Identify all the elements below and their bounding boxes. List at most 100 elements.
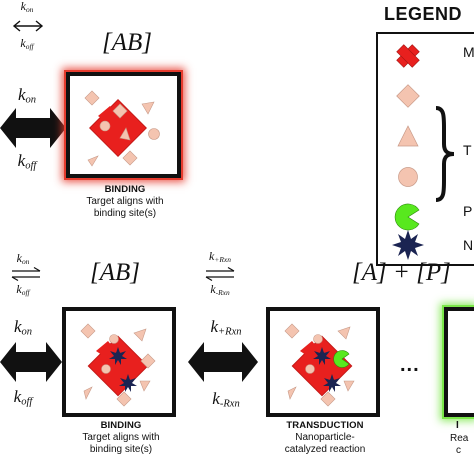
k-symbol: k xyxy=(16,282,22,296)
peach-circle xyxy=(148,128,160,140)
bottom-krev-big-label: k-Rxn xyxy=(196,390,256,410)
k-subscript: -Rxn xyxy=(215,287,230,297)
bottom-equilibrium-arrows-icon xyxy=(10,266,42,282)
top-binding-box xyxy=(66,72,181,178)
peach-diamond xyxy=(80,323,96,339)
peach-triangle xyxy=(83,386,93,400)
peach-diamond xyxy=(112,103,128,119)
bottom-kfwd-small-label: k+Rxn xyxy=(202,250,238,263)
top-binding-title: BINDING xyxy=(104,184,146,195)
peach-diamond xyxy=(140,353,156,369)
top-koff-small-label: koff xyxy=(14,37,40,50)
transduction-title: TRANSDUCTION xyxy=(286,420,364,431)
k-symbol: k xyxy=(210,282,216,296)
bottom-krev-small-label: k-Rxn xyxy=(202,283,238,296)
k-subscript: off xyxy=(21,396,33,408)
k-subscript: +Rxn xyxy=(218,326,242,338)
peach-diamond xyxy=(284,323,300,339)
legend-symbols xyxy=(392,44,455,260)
k-symbol: k xyxy=(13,317,22,336)
peach-triangle xyxy=(133,328,147,342)
bottom-product-label: [A] + [P] xyxy=(352,259,451,286)
peach-diamond xyxy=(116,391,132,407)
k-symbol: k xyxy=(17,151,26,170)
peach-diamond xyxy=(84,90,100,106)
legend-label-m: M xyxy=(463,44,474,60)
top-big-double-arrow-icon xyxy=(0,106,66,150)
bottom-kon-big-label: kon xyxy=(6,318,40,338)
legend-box xyxy=(376,32,474,266)
peach-circle xyxy=(99,120,111,132)
readout-title-partial: I xyxy=(456,420,459,431)
bottom-rxn-big-double-arrow-icon xyxy=(188,340,258,384)
k-symbol: k xyxy=(20,36,26,50)
legend-triangle-icon xyxy=(397,125,419,147)
bottom-binding-caption-line1: Target aligns with xyxy=(82,432,160,443)
k-symbol: k xyxy=(20,0,26,13)
transduction-caption-line1: Nanoparticle- xyxy=(295,432,355,443)
bottom-big-double-arrow-icon xyxy=(0,340,62,384)
legend-green-pacman-icon xyxy=(394,203,420,231)
top-binding-caption-line2: binding site(s) xyxy=(93,208,157,219)
navy-star-icon xyxy=(313,347,331,365)
peach-diamond xyxy=(320,391,336,407)
bottom-koff-small-label: koff xyxy=(10,283,36,296)
bottom-binding-caption-line2: binding site(s) xyxy=(89,444,153,455)
peach-triangle xyxy=(343,380,355,392)
k-subscript: on xyxy=(25,4,34,14)
top-kon-small-label: kon xyxy=(14,0,40,13)
peach-triangle xyxy=(337,326,351,340)
navy-star-icon xyxy=(323,374,341,392)
top-binding-caption-line1: Target aligns with xyxy=(86,196,164,207)
bottom-koff-big-label: koff xyxy=(6,388,40,408)
peach-triangle xyxy=(119,127,131,141)
red-sensor-notch xyxy=(96,341,116,359)
bottom-complex-label: [AB] xyxy=(90,259,140,286)
readout-caption-partial-1: Rea xyxy=(450,433,469,444)
legend-red-sensor-icon xyxy=(396,44,420,68)
bottom-binding-box xyxy=(62,307,176,417)
k-subscript: +Rxn xyxy=(214,254,231,264)
red-sensor-notch xyxy=(300,341,320,359)
legend-label-p: P xyxy=(463,203,473,219)
legend-title: LEGEND xyxy=(384,4,463,24)
top-koff-big-label: koff xyxy=(10,152,44,172)
transduction-scene xyxy=(284,323,355,407)
k-subscript: -Rxn xyxy=(219,398,240,410)
transduction-caption: TRANSDUCTION Nanoparticle- catalyzed rea… xyxy=(250,420,400,456)
peach-circle xyxy=(101,364,111,374)
legend-brace-icon xyxy=(435,106,455,202)
transduction-box xyxy=(266,307,380,417)
top-complex-label: [AB] xyxy=(102,29,152,56)
k-symbol: k xyxy=(209,249,215,263)
red-sensor-notch xyxy=(98,106,118,124)
k-symbol: k xyxy=(13,387,22,406)
bottom-kfwd-big-label: k+Rxn xyxy=(196,318,256,338)
top-double-headed-arrow-icon xyxy=(12,18,44,34)
peach-circle xyxy=(109,334,119,344)
transduction-caption-line2: catalyzed reaction xyxy=(284,444,366,455)
k-subscript: on xyxy=(21,326,33,338)
red-sensor-shape xyxy=(87,335,149,397)
bottom-binding-scene xyxy=(80,323,156,407)
peach-circle xyxy=(305,364,315,374)
peach-triangle xyxy=(141,101,155,115)
k-symbol: k xyxy=(212,389,220,408)
top-kon-big-label: kon xyxy=(10,86,44,106)
green-pacman-icon xyxy=(333,350,350,368)
peach-diamond xyxy=(122,150,138,166)
top-binding-scene xyxy=(84,90,160,167)
k-subscript: off xyxy=(25,160,37,172)
navy-star-icon xyxy=(119,374,137,392)
k-subscript: off xyxy=(25,41,34,51)
bottom-binding-caption: BINDING Target aligns with binding site(… xyxy=(46,420,196,456)
legend-label-n: N xyxy=(463,237,474,253)
peach-circle xyxy=(313,334,323,344)
readout-caption-partial-2: c xyxy=(456,445,461,456)
legend-circle-icon xyxy=(398,167,418,187)
k-symbol: k xyxy=(16,251,22,265)
k-subscript: off xyxy=(21,287,30,297)
k-symbol: k xyxy=(210,317,219,336)
k-subscript: on xyxy=(25,94,37,106)
bottom-rxn-equilibrium-arrows-icon xyxy=(204,266,236,282)
